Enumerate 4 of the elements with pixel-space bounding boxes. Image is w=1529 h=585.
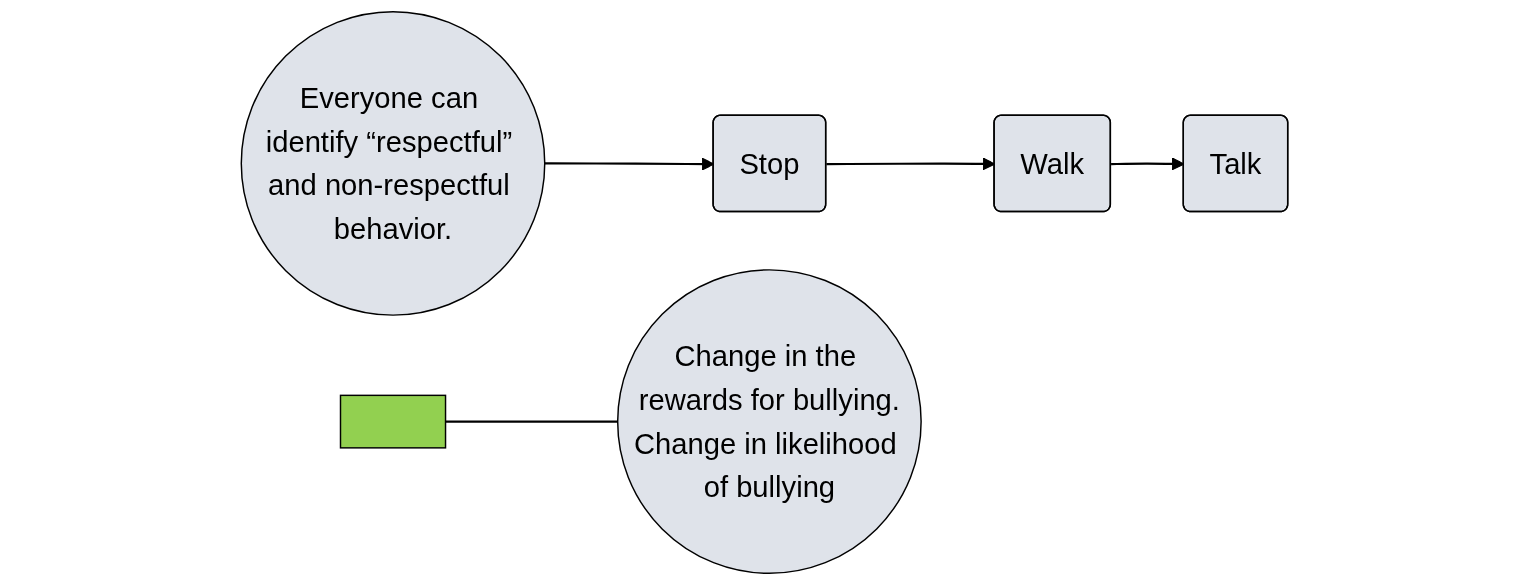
node-bar bbox=[339, 394, 447, 449]
connector bbox=[445, 420, 618, 423]
node-circle: Everyone can identify “respectful” and non-respectful behavior. bbox=[240, 10, 546, 316]
node-circle: Change in the rewards for bullying. Change in likelihood of bullying bbox=[616, 269, 922, 575]
